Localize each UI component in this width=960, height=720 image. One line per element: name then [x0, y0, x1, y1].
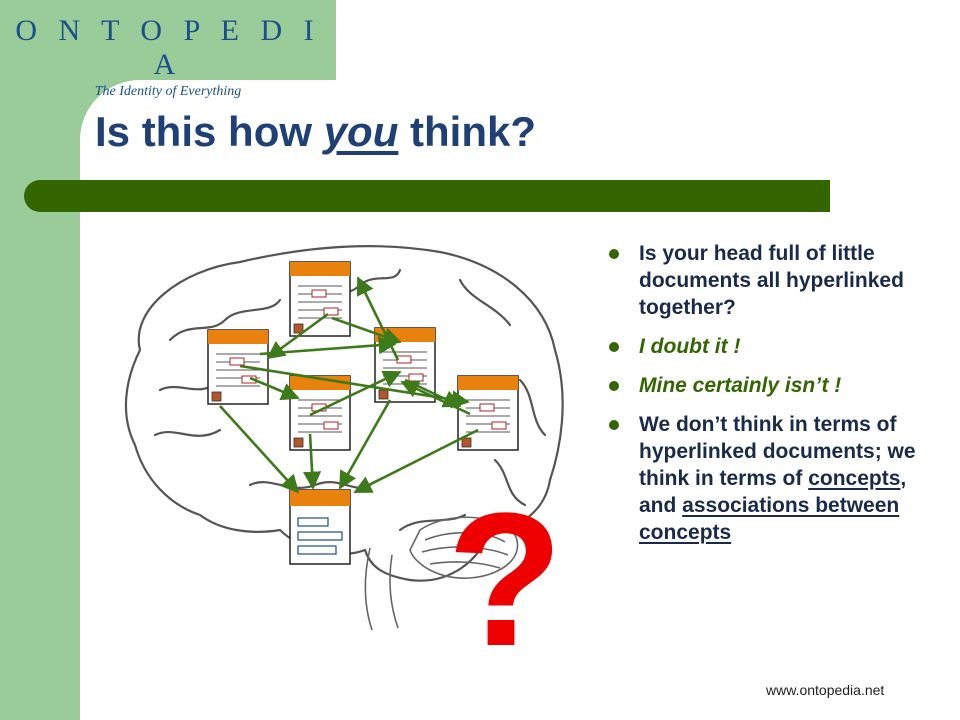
bullet-text: Is your head full of little documents al…: [639, 242, 904, 319]
bullet-item: I doubt it !: [605, 333, 935, 360]
bullet-dot: [609, 420, 619, 430]
brain-illustration: ?: [124, 245, 564, 650]
title-underline-bar: [24, 180, 830, 212]
bullet-text: I doubt it !: [639, 335, 741, 358]
bullet-item: Mine certainly isn’t !: [605, 372, 935, 399]
bullet-list: Is your head full of little documents al…: [605, 240, 935, 558]
logo-band: [0, 0, 336, 80]
document-icons: [207, 261, 519, 565]
bullet-text: , and: [639, 467, 907, 517]
slide-title: Is this how you think?: [95, 108, 536, 156]
title-emphasis: you: [323, 108, 399, 155]
logo-tagline: The Identity of Everything: [94, 84, 242, 99]
bullet-item: We don’t think in terms of hyperlinked d…: [605, 411, 935, 546]
bullet-text: We don’t think in terms of hyperlinked d…: [639, 413, 916, 490]
question-mark: ?: [447, 474, 563, 650]
title-part-2: think?: [398, 108, 537, 155]
cerebellum: [364, 516, 519, 631]
bullet-dot: [609, 342, 619, 352]
bullet-dot: [609, 249, 619, 259]
logo: O N T O P E D I A The Identity of Everyt…: [0, 14, 336, 100]
bullet-text: Mine certainly isn’t !: [639, 374, 842, 397]
bullet-item: Is your head full of little documents al…: [605, 240, 935, 321]
band-corner-curve: [80, 80, 140, 140]
concepts-link[interactable]: concepts: [808, 467, 901, 490]
logo-title: O N T O P E D I A: [15, 14, 321, 81]
footer-url[interactable]: www.ontopedia.net: [766, 682, 885, 698]
associations-link[interactable]: associations between concepts: [639, 494, 900, 544]
bullet-dot: [609, 381, 619, 391]
left-decorative-band: [0, 0, 80, 720]
title-part-1: Is this how: [95, 108, 324, 155]
hyperlink-arrows: [219, 276, 479, 494]
target-document: [289, 489, 351, 565]
